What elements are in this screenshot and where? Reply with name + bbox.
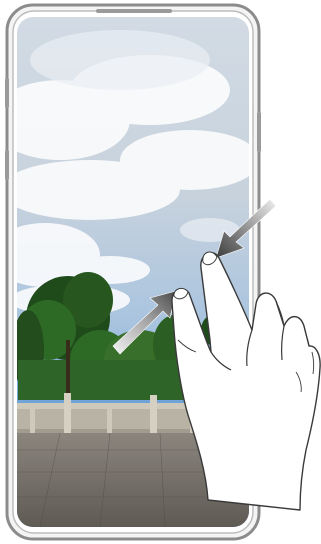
power-button bbox=[257, 112, 261, 152]
volume-down-button bbox=[5, 150, 9, 180]
hand-icon bbox=[171, 251, 321, 511]
screen-photo bbox=[17, 17, 249, 527]
speaker-grille bbox=[96, 9, 172, 13]
arrow-in-top-right-icon bbox=[215, 198, 277, 259]
volume-up-button bbox=[5, 78, 9, 108]
